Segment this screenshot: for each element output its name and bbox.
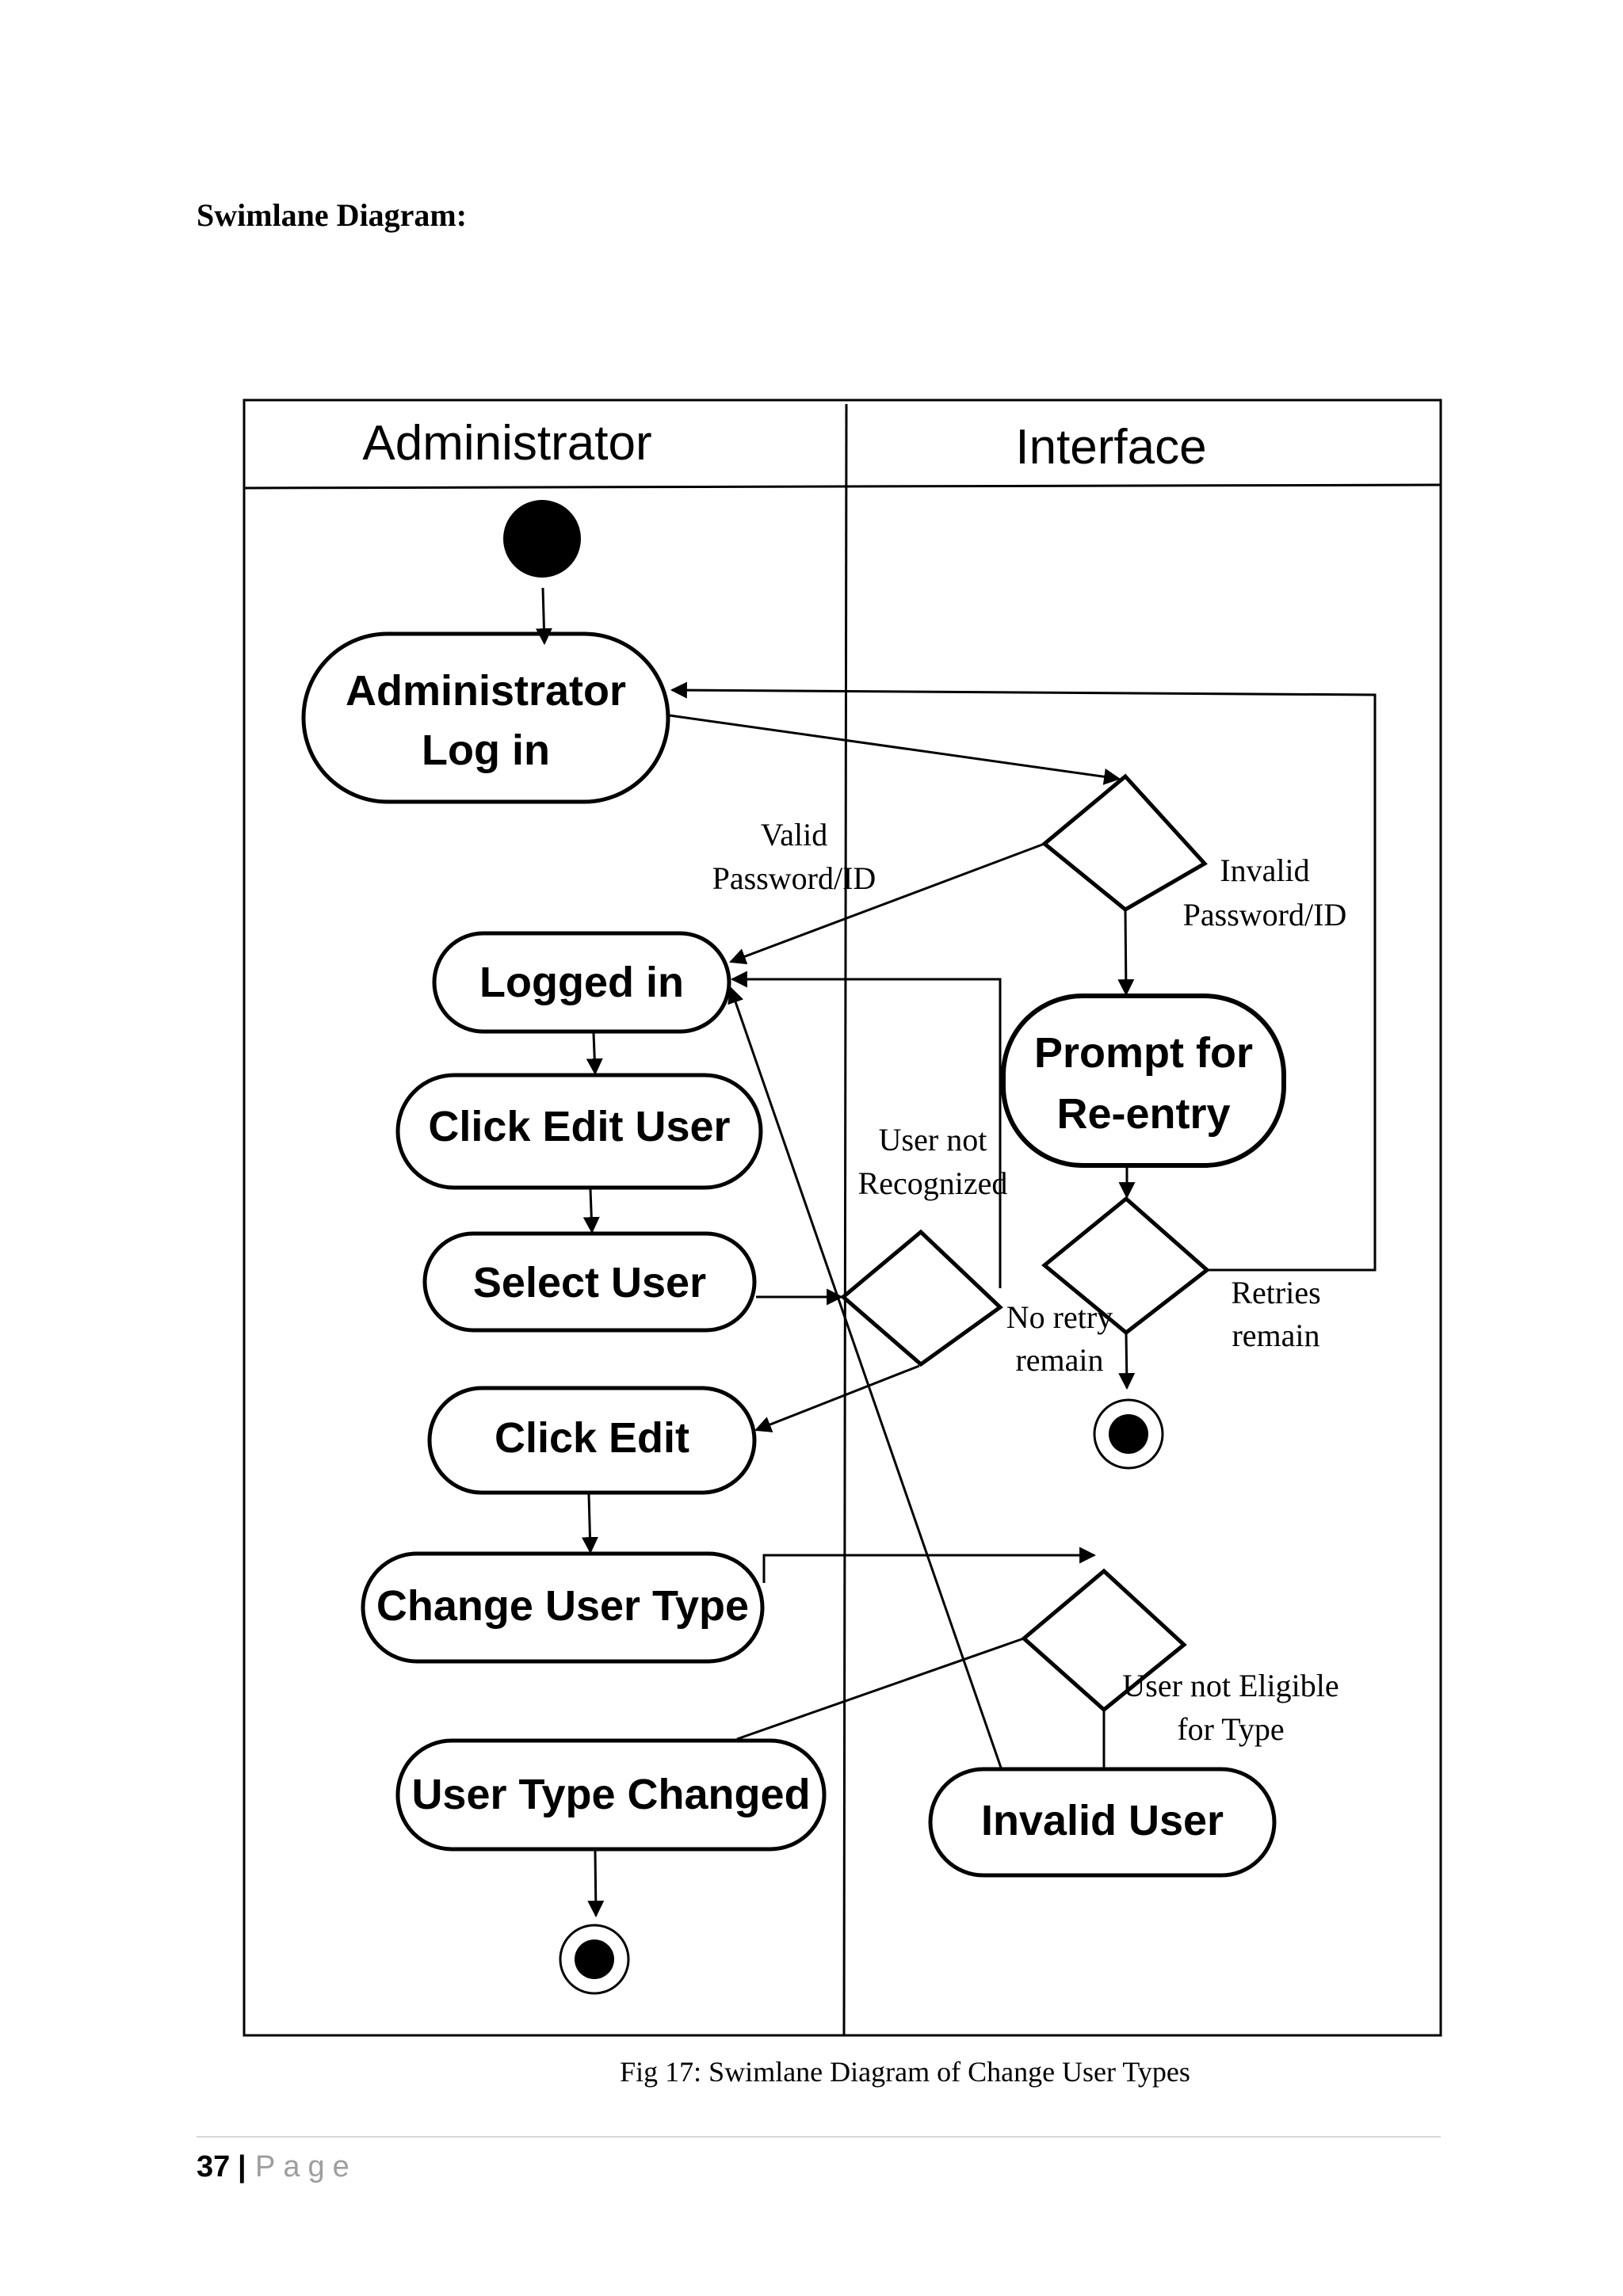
guard-retries-line1: Retries <box>1231 1275 1320 1310</box>
guard-not-recognized-line1: User not <box>879 1122 987 1158</box>
flow-click-edit-to-change-type <box>581 1493 598 1554</box>
activity-invalid-user: Invalid User <box>928 1767 1277 1878</box>
lane-title-interface: Interface <box>1015 420 1206 475</box>
flow-type-changed-to-end <box>587 1850 605 1918</box>
flow-lines <box>535 587 1377 1918</box>
guard-labels: Valid Password/ID Invalid Password/ID Us… <box>712 817 1347 1747</box>
guard-invalid-line2: Password/ID <box>1183 897 1347 933</box>
start-node <box>503 500 581 578</box>
flow-login-to-decision <box>669 714 1121 785</box>
activity-administrator-login: Administrator Log in <box>301 631 670 804</box>
page-number: 37 <box>197 2150 230 2183</box>
flow-retries-to-login <box>670 681 1377 1272</box>
activity-logged-in: Logged in <box>432 931 731 1034</box>
page-separator: | <box>238 2150 246 2183</box>
activity-label-line2: Log in <box>422 727 550 774</box>
flow-decision-to-type-changed <box>736 1637 1025 1741</box>
decision-user-recognized <box>840 1229 1003 1367</box>
flow-not-recognized-to-logged-in <box>730 971 1002 1288</box>
activity-label-line1: Prompt for <box>1034 1029 1253 1077</box>
flow-logged-in-to-click-edit-user <box>586 1032 603 1076</box>
activity-label-line2: Re-entry <box>1056 1090 1230 1138</box>
flow-decision-to-click-edit <box>754 1364 920 1432</box>
guard-not-recognized-line2: Recognized <box>858 1165 1008 1201</box>
guard-valid-line1: Valid <box>761 817 827 852</box>
activity-click-edit-user: Click Edit User <box>395 1073 763 1190</box>
activity-label: Invalid User <box>981 1797 1224 1844</box>
activity-label: User Type Changed <box>411 1771 810 1818</box>
activity-label: Select User <box>473 1259 706 1306</box>
lane-divider <box>842 403 848 2036</box>
flow-valid-to-logged-in <box>729 842 1045 965</box>
page-label: Page <box>255 2150 357 2183</box>
activity-user-type-changed: User Type Changed <box>395 1738 827 1852</box>
lane-header-divider <box>243 483 1442 490</box>
flow-invalid-to-prompt <box>1117 909 1135 997</box>
guard-invalid-line1: Invalid <box>1220 852 1309 888</box>
activity-change-user-type: Change User Type <box>361 1551 765 1664</box>
flow-start-to-login <box>535 587 552 646</box>
guard-not-eligible-line2: for Type <box>1177 1711 1284 1747</box>
flow-change-type-to-decision <box>762 1547 1097 1583</box>
activity-label: Change User Type <box>376 1582 749 1630</box>
activity-click-edit: Click Edit <box>427 1386 757 1495</box>
flow-invalid-user-to-logged-in <box>727 986 1002 1768</box>
guard-no-retry-line2: remain <box>1015 1342 1103 1378</box>
activity-select-user: Select User <box>422 1231 757 1333</box>
end-node-interface <box>1093 1398 1164 1470</box>
guard-valid-line2: Password/ID <box>712 860 876 896</box>
lane-title-administrator: Administrator <box>362 416 651 471</box>
activity-label-line1: Administrator <box>346 667 626 715</box>
swimlane-border <box>242 399 1442 2037</box>
end-node-administrator <box>559 1924 630 1995</box>
activity-label: Logged in <box>479 959 684 1006</box>
flow-no-retry-to-end <box>1118 1332 1136 1390</box>
page-heading: Swimlane Diagram: <box>197 197 467 233</box>
swimlane-frame: Administrator Interface <box>242 399 1442 2037</box>
flow-click-edit-user-to-select <box>582 1188 600 1234</box>
activity-label: Click Edit <box>495 1414 689 1462</box>
figure-caption: Fig 17: Swimlane Diagram of Change User … <box>620 2056 1190 2088</box>
guard-no-retry-line1: No retry <box>1006 1299 1113 1335</box>
activity-prompt-reentry: Prompt for Re-entry <box>1001 994 1286 1168</box>
guard-not-eligible-line1: User not Eligible <box>1122 1668 1338 1703</box>
guard-retries-line2: remain <box>1232 1318 1319 1353</box>
decision-login-valid <box>1041 773 1208 913</box>
activity-label: Click Edit User <box>428 1103 730 1150</box>
